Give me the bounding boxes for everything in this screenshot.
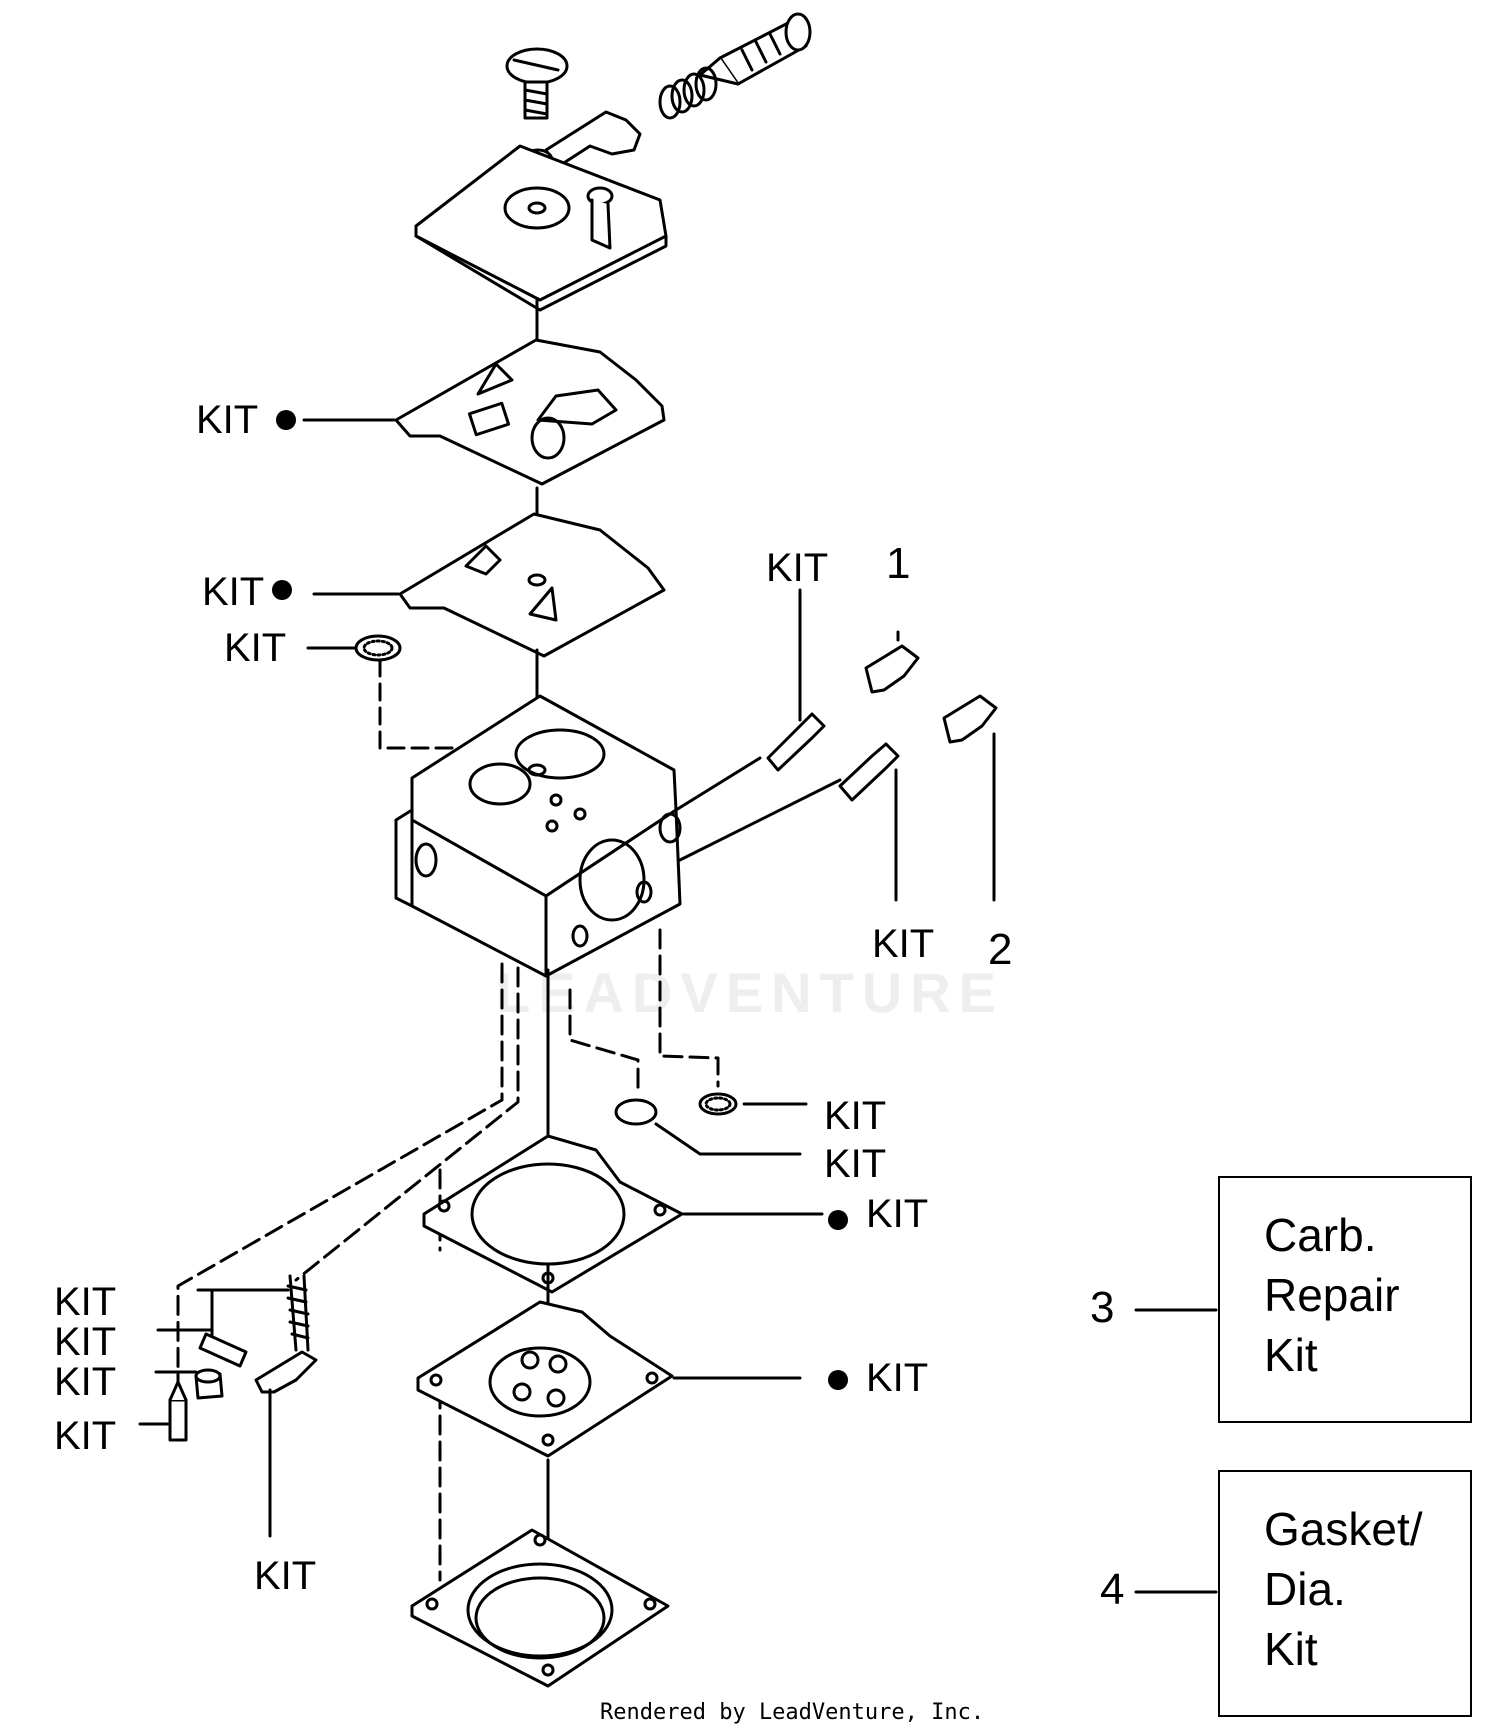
footer-credit: Rendered by LeadVenture, Inc.: [600, 1700, 985, 1725]
jet-needle-lower-part: [838, 742, 900, 902]
kit-label-diaphragm: KIT: [202, 570, 265, 614]
part-number-1: 1: [886, 539, 911, 588]
leader-lines-lower: [176, 928, 720, 1582]
kit-label-check-disc: KIT: [824, 1142, 887, 1186]
top-cover-part: [414, 144, 668, 312]
gasket-top-part: [302, 338, 666, 486]
kit-dot-2: [272, 580, 292, 600]
kit-label-check-screen: KIT: [824, 1094, 887, 1138]
part-number-3: 3: [1090, 1283, 1115, 1332]
kit-dot-3: [828, 1210, 848, 1230]
kit-label-lower-jet: KIT: [872, 922, 935, 966]
check-disc-part: [614, 1092, 808, 1156]
watermark-text: LEADVENTURE: [496, 961, 1005, 1024]
pump-diaphragm-part: [416, 1300, 802, 1458]
gasket-kit-line-3: Kit: [1264, 1623, 1318, 1675]
part-number-2: 2: [988, 925, 1013, 974]
kit-dot-1: [276, 410, 296, 430]
kit-label-inlet-needle: KIT: [54, 1414, 117, 1458]
kit-label-metering-lever: KIT: [254, 1554, 317, 1598]
fitting-part: [154, 1368, 224, 1400]
kit-label-pump-diaphragm: KIT: [866, 1356, 929, 1400]
repair-kit-line-3: Kit: [1264, 1329, 1318, 1381]
inlet-needle-part: [138, 1380, 188, 1442]
gasket-dia-kit-box: Gasket/ Dia. Kit: [1218, 1470, 1472, 1717]
repair-kit-line-2: Repair: [1264, 1269, 1400, 1321]
adjust-screw-part: [505, 47, 569, 120]
bottom-cover-part: [410, 1528, 670, 1688]
kit-label-pin: KIT: [54, 1320, 117, 1364]
kit-label-filter-screen: KIT: [224, 626, 287, 670]
carburetor-body-part: [394, 694, 842, 978]
pump-gasket-part: [422, 1134, 824, 1294]
jet-needle-upper-part: [766, 588, 826, 772]
kit-label-gasket-top: KIT: [196, 398, 259, 442]
kit-label-fitting: KIT: [54, 1360, 117, 1404]
gasket-kit-line-2: Dia.: [1264, 1563, 1346, 1615]
repair-kit-line-1: Carb.: [1264, 1209, 1377, 1261]
spring-part: [658, 66, 718, 120]
clip-part-2: [942, 694, 998, 902]
filter-screen-part: [306, 634, 486, 790]
metering-lever-part: [254, 1350, 318, 1538]
gasket-kit-line-1: Gasket/: [1264, 1503, 1423, 1555]
kit-dot-4: [828, 1370, 848, 1390]
part-number-4: 4: [1100, 1565, 1125, 1614]
needle-valve-part: [698, 12, 812, 86]
kit-label-upper-jet: KIT: [766, 546, 829, 590]
clip-part-1: [864, 630, 920, 694]
kit-label-pump-spring: KIT: [54, 1280, 117, 1324]
diaphragm-upper-part: [312, 512, 666, 658]
pin-part: [156, 1288, 248, 1368]
kit-label-pump-gasket: KIT: [866, 1192, 929, 1236]
carb-repair-kit-box: Carb. Repair Kit: [1218, 1176, 1472, 1423]
